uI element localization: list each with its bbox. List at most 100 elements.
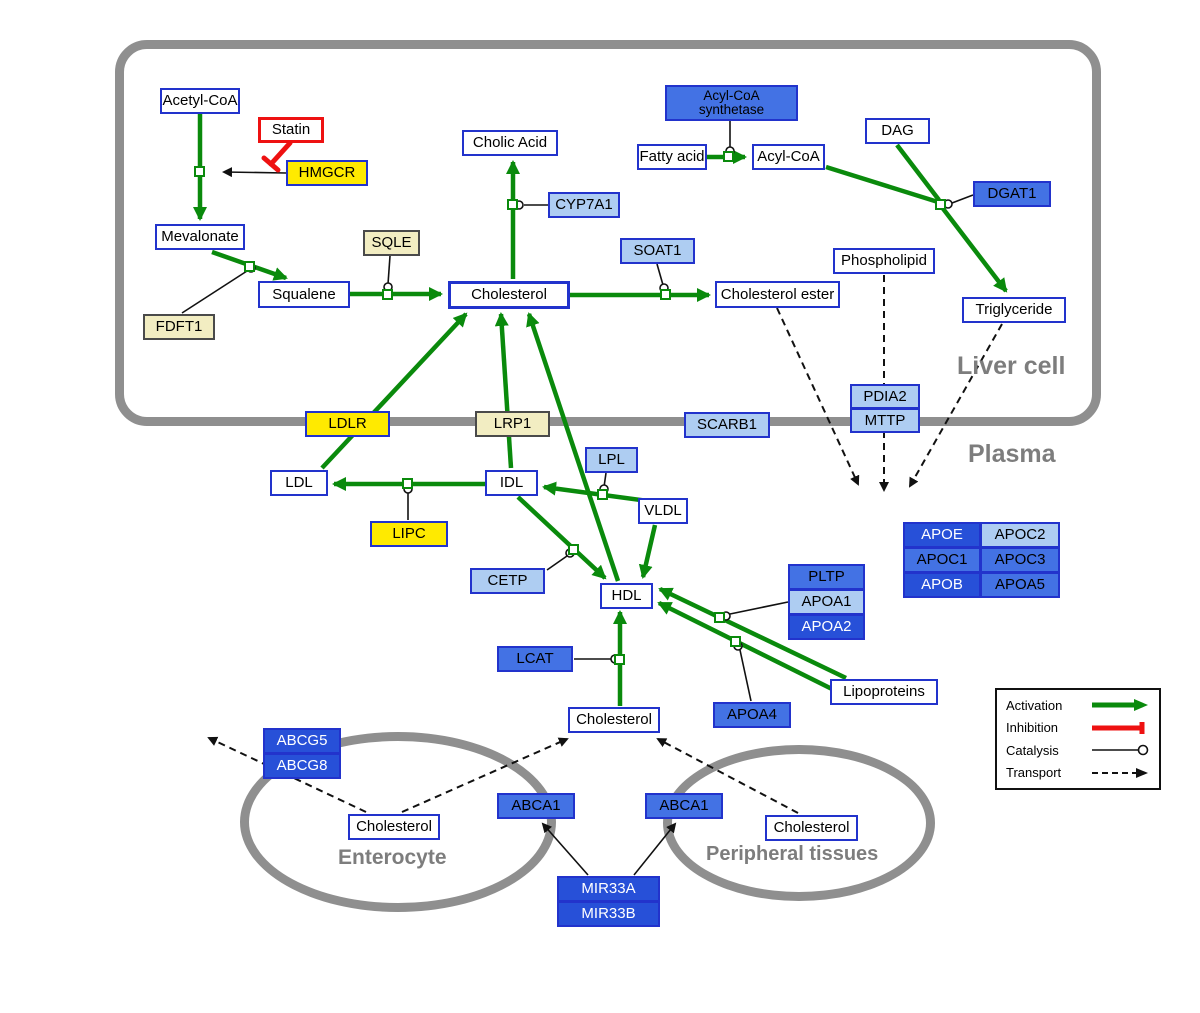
liver-cell-membrane — [115, 40, 1101, 426]
node-vldl[interactable]: VLDL — [638, 498, 688, 524]
node-fatty-acid[interactable]: Fatty acid — [637, 144, 707, 170]
edge-cholesterolester-transport — [776, 307, 860, 486]
node-apoc3[interactable]: APOC3 — [980, 547, 1060, 573]
node-mttp[interactable]: MTTP — [850, 408, 920, 433]
reaction-node — [730, 636, 741, 647]
node-abca1-peripheral[interactable]: ABCA1 — [645, 793, 723, 819]
reaction-node — [402, 478, 413, 489]
node-lipoproteins[interactable]: Lipoproteins — [830, 679, 938, 705]
node-scarb1[interactable]: SCARB1 — [684, 412, 770, 438]
edge-statin-inhibition — [268, 140, 293, 167]
edge-apoa-stack-catalysis — [729, 601, 789, 615]
legend-row-inhibition: Inhibition — [1006, 720, 1150, 736]
edge-dgat1-catalysis — [951, 194, 974, 204]
enterocyte-membrane — [240, 732, 556, 912]
plasma-label: Plasma — [968, 440, 1056, 468]
node-cetp[interactable]: CETP — [470, 568, 545, 594]
node-apoa1[interactable]: APOA1 — [788, 589, 865, 615]
node-apoa4[interactable]: APOA4 — [713, 702, 791, 728]
node-abcg8[interactable]: ABCG8 — [263, 753, 341, 779]
edge-acylcoa-tgnode — [825, 164, 939, 205]
edge-hdl-scarb1-cholesterol — [526, 312, 621, 582]
node-cholesterol-peripheral[interactable]: Cholesterol — [765, 815, 858, 841]
edge-apoa4-catalysis — [739, 649, 752, 702]
node-squalene[interactable]: Squalene — [258, 281, 350, 308]
legend-transport-label: Transport — [1006, 765, 1062, 781]
reaction-node — [597, 489, 608, 500]
node-dag[interactable]: DAG — [865, 118, 930, 144]
reaction-node — [244, 261, 255, 272]
node-apoa2[interactable]: APOA2 — [788, 614, 865, 640]
node-cholesterol-plasma[interactable]: Cholesterol — [568, 707, 660, 733]
reaction-node — [660, 289, 671, 300]
edge-idl-lrp1-cholesterol — [494, 312, 514, 469]
node-acyl-coa-synthetase[interactable]: Acyl-CoA synthetase — [665, 85, 798, 121]
node-triglyceride[interactable]: Triglyceride — [962, 297, 1066, 323]
node-apoc2[interactable]: APOC2 — [980, 522, 1060, 548]
node-apob[interactable]: APOB — [903, 572, 981, 598]
node-lpl[interactable]: LPL — [585, 447, 638, 473]
inhibition-bar-icon — [1092, 721, 1145, 734]
edge-fdft1-catalysis — [181, 270, 248, 314]
node-sqle[interactable]: SQLE — [363, 230, 420, 256]
reaction-node — [714, 612, 725, 623]
legend-row-catalysis: Catalysis — [1006, 742, 1150, 758]
reaction-node — [194, 166, 205, 177]
node-abcg5[interactable]: ABCG5 — [263, 728, 341, 754]
node-apoe[interactable]: APOE — [903, 522, 981, 548]
node-dgat1[interactable]: DGAT1 — [973, 181, 1051, 207]
node-apoa5[interactable]: APOA5 — [980, 572, 1060, 598]
legend-inhibition-label: Inhibition — [1006, 720, 1059, 736]
node-soat1[interactable]: SOAT1 — [620, 238, 695, 264]
edge-tgnode-triglyceride — [939, 204, 1008, 293]
node-mevalonate[interactable]: Mevalonate — [155, 224, 245, 250]
legend-catalysis-label: Catalysis — [1006, 742, 1059, 758]
node-cholesterol-liver[interactable]: Cholesterol — [448, 281, 570, 309]
node-acetyl-coa[interactable]: Acetyl-CoA — [160, 88, 240, 114]
edge-hmgcr-catalysis — [222, 167, 287, 178]
node-apoc1[interactable]: APOC1 — [903, 547, 981, 573]
peripheral-tissues-label: Peripheral tissues — [706, 843, 879, 865]
edge-enterocyte-cholesterol-transport — [401, 737, 569, 813]
liver-cell-label: Liver cell — [957, 352, 1066, 380]
node-acyl-coa[interactable]: Acyl-CoA — [752, 144, 825, 170]
node-lipc[interactable]: LIPC — [370, 521, 448, 547]
node-cholesterol-enterocyte[interactable]: Cholesterol — [348, 814, 440, 840]
node-abca1-enterocyte[interactable]: ABCA1 — [497, 793, 575, 819]
reaction-node — [382, 289, 393, 300]
node-cholesterol-ester[interactable]: Cholesterol ester — [715, 281, 840, 308]
node-cyp7a1[interactable]: CYP7A1 — [548, 192, 620, 218]
node-lcat[interactable]: LCAT — [497, 646, 573, 672]
node-idl[interactable]: IDL — [485, 470, 538, 496]
edge-peripheral-cholesterol-transport — [656, 738, 799, 814]
reaction-node — [568, 544, 579, 555]
edge-lipoproteins-hdl-1 — [658, 586, 847, 681]
node-cholic-acid[interactable]: Cholic Acid — [462, 130, 558, 156]
activation-arrow-icon — [1092, 699, 1148, 711]
catalysis-circle-icon — [1092, 745, 1149, 756]
node-pdia2[interactable]: PDIA2 — [850, 384, 920, 409]
node-lrp1[interactable]: LRP1 — [475, 411, 550, 437]
edge-vldl-idl — [542, 481, 649, 504]
edge-dag-tgnode — [895, 143, 941, 202]
node-ldlr[interactable]: LDLR — [305, 411, 390, 437]
legend-row-activation: Activation — [1006, 697, 1150, 713]
node-hmgcr[interactable]: HMGCR — [286, 160, 368, 186]
reaction-node — [935, 199, 946, 210]
node-ldl[interactable]: LDL — [270, 470, 328, 496]
node-hdl[interactable]: HDL — [600, 583, 653, 609]
reaction-node — [507, 199, 518, 210]
edge-ldl-ldlr-cholesterol — [320, 312, 468, 470]
node-statin[interactable]: Statin — [258, 117, 324, 143]
enterocyte-label: Enterocyte — [338, 846, 447, 869]
legend: Activation Inhibition Catalysis Transpor… — [995, 688, 1161, 790]
node-mir33a[interactable]: MIR33A — [557, 876, 660, 902]
node-mir33b[interactable]: MIR33B — [557, 901, 660, 927]
node-pltp[interactable]: PLTP — [788, 564, 865, 590]
node-phospholipid[interactable]: Phospholipid — [833, 248, 935, 274]
node-fdft1[interactable]: FDFT1 — [143, 314, 215, 340]
edge-lipoproteins-hdl-2 — [657, 600, 838, 694]
statin-inhibition-bar — [261, 155, 281, 173]
